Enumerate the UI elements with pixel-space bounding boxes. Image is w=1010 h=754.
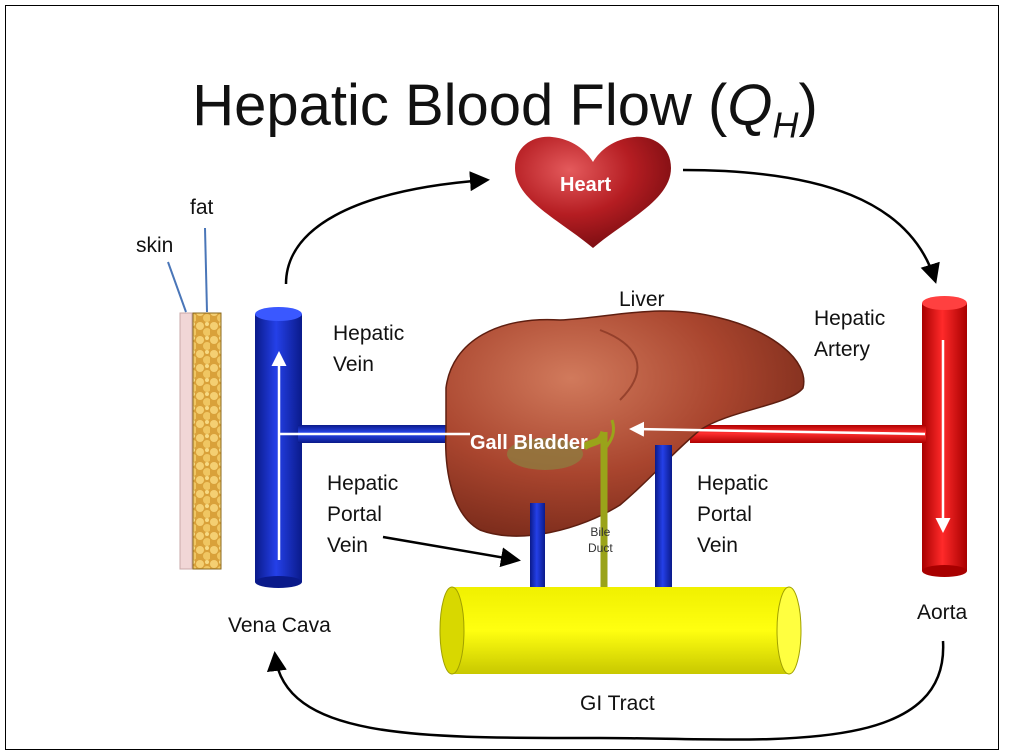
hepatic-portal-vein-left-vessel [530, 503, 545, 590]
flow-arrow-heart-to-aorta [683, 170, 935, 280]
aorta-vessel [922, 296, 967, 577]
aorta-label: Aorta [917, 597, 967, 628]
vena-cava-label: Vena Cava [228, 610, 331, 641]
bile-duct-line1: Bile [588, 524, 613, 540]
page-title: Hepatic Blood Flow (QH) [160, 72, 850, 147]
hepatic-artery-label: Hepatic Artery [814, 303, 885, 365]
hepatic-portal-vein-right-label: Hepatic Portal Vein [697, 468, 768, 561]
portal-left-line1: Hepatic [327, 468, 398, 499]
skin-pointer [168, 262, 186, 312]
portal-right-line3: Vein [697, 530, 768, 561]
portal-left-line2: Portal [327, 499, 398, 530]
skin-label: skin [136, 230, 173, 261]
hepatic-vein-label-line2: Vein [333, 349, 404, 380]
gi-tract-label: GI Tract [580, 688, 655, 719]
portal-right-line1: Hepatic [697, 468, 768, 499]
flow-arrow-venacava-to-heart [286, 180, 486, 284]
fat-pointer [205, 228, 207, 312]
heart-label: Heart [560, 170, 611, 201]
fat-label: fat [190, 192, 213, 223]
skin-layer [180, 313, 192, 569]
flow-arrow-portal-label [383, 537, 517, 560]
hepatic-artery-label-line1: Hepatic [814, 303, 885, 334]
portal-right-line2: Portal [697, 499, 768, 530]
hepatic-portal-vein-left-label: Hepatic Portal Vein [327, 468, 398, 561]
gi-tract-organ [440, 587, 801, 674]
hepatic-artery-label-line2: Artery [814, 334, 885, 365]
bile-duct-label: Bile Duct [588, 524, 613, 556]
portal-left-line3: Vein [327, 530, 398, 561]
gall-bladder-label: Gall Bladder [470, 428, 588, 459]
hepatic-vein-label-line1: Hepatic [333, 318, 404, 349]
bile-duct-line2: Duct [588, 540, 613, 556]
hepatic-vein-label: Hepatic Vein [333, 318, 404, 380]
fat-layer [193, 313, 221, 569]
hepatic-portal-vein-right-vessel [655, 445, 672, 590]
liver-label: Liver [619, 284, 665, 315]
